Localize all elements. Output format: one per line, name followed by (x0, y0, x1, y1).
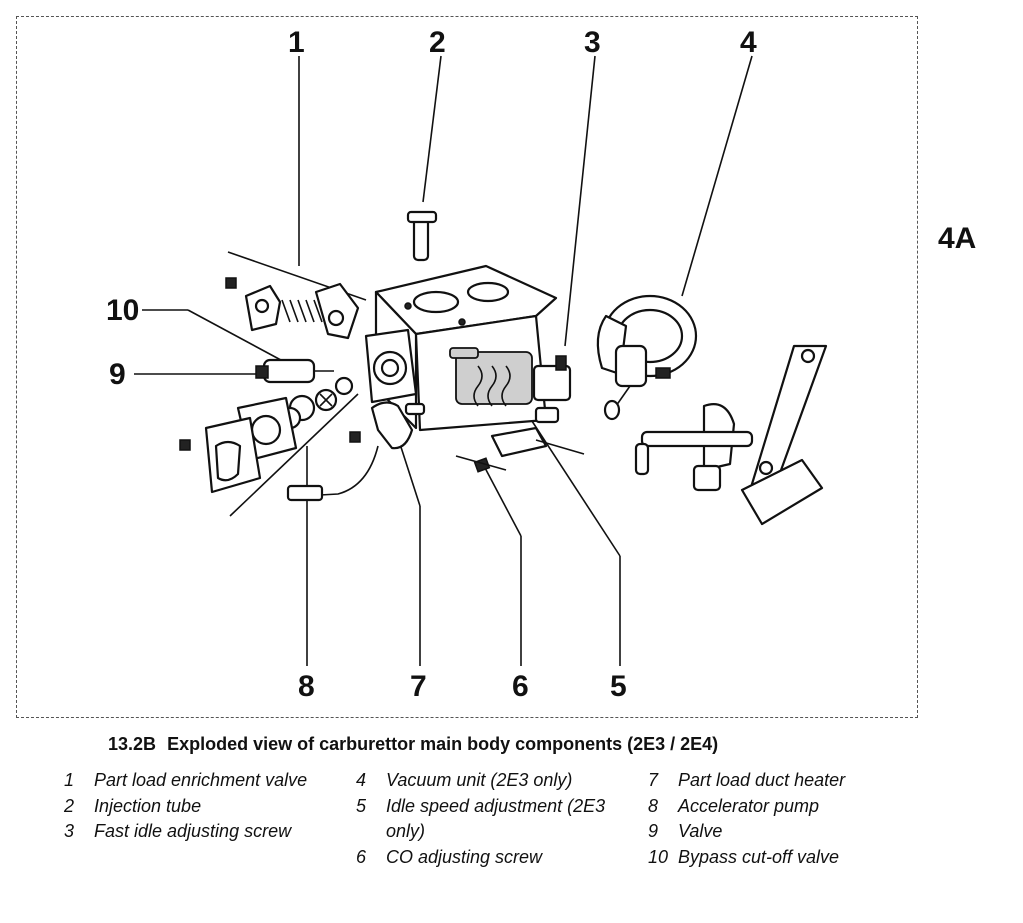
exploded-carburettor-diagram: 1 2 3 4 5 6 7 8 9 10 (106, 26, 828, 703)
legend-item: 10 Bypass cut-off valve (648, 845, 908, 871)
caption-text: Exploded view of carburettor main body c… (167, 734, 719, 754)
callout-7: 7 (410, 670, 427, 703)
legend-label: Fast idle adjusting screw (94, 821, 292, 841)
legend-column-2: 4 Vacuum unit (2E3 only) 5 Idle speed ad… (356, 768, 626, 870)
accelerator-pump-part (179, 394, 316, 494)
callouts: 1 2 3 4 5 6 7 8 9 10 (106, 26, 757, 703)
callout-5: 5 (610, 670, 627, 703)
co-screw-part (455, 455, 507, 473)
legend-number: 10 (648, 846, 669, 867)
section-tag: 4A (938, 222, 977, 255)
legend-item: 5 Idle speed adjustment (2E3 only) (356, 794, 626, 845)
callout-8: 8 (298, 670, 315, 703)
legend-number: 1 (64, 770, 75, 790)
legend-label: Injection tube (94, 795, 202, 816)
legend-item: 8 Accelerator pump (648, 794, 908, 820)
leader-7-diag (399, 443, 421, 507)
legend-column-3: 7 Part load duct heater 8 Accelerator pu… (648, 768, 908, 870)
legend-label: Vacuum unit (2E3 only) (386, 770, 573, 790)
legend-item: 6 CO adjusting screw (356, 845, 626, 871)
vacuum-unit-part (596, 294, 698, 421)
legend-number: 6 (356, 846, 367, 867)
callout-6: 6 (512, 670, 529, 703)
callout-1: 1 (288, 26, 305, 59)
legend-item: 2 Injection tube (64, 794, 334, 820)
callout-3: 3 (584, 26, 601, 59)
enrichment-valve-part (225, 277, 360, 340)
legend-number: 9 (648, 821, 659, 841)
callout-2: 2 (429, 26, 446, 59)
figure-caption: 13.2B Exploded view of carburettor main … (108, 734, 718, 755)
callout-9: 9 (109, 358, 126, 391)
legend-number: 3 (64, 821, 75, 841)
leader-3 (564, 55, 596, 347)
legend-number: 2 (64, 795, 75, 816)
valve-part (314, 376, 354, 412)
figure-frame (16, 16, 918, 718)
callout-4: 4 (740, 26, 757, 59)
legend-column-1: 1 Part load enrichment valve 2 Injection… (64, 768, 334, 845)
leader-4 (681, 55, 753, 297)
leader-10-diag (187, 309, 293, 367)
legend-item: 4 Vacuum unit (2E3 only) (356, 768, 626, 794)
leader-2 (422, 55, 442, 203)
legend-number: 5 (356, 795, 367, 816)
callout-10: 10 (106, 294, 139, 327)
legend-label: Accelerator pump (678, 795, 820, 816)
legend-label: Idle speed adjustment (2E3 only) (386, 795, 606, 842)
legend-number: 8 (648, 795, 659, 816)
throttle-linkage-part (634, 344, 828, 526)
duct-heater-part (286, 401, 426, 502)
injection-tube-part (406, 210, 438, 262)
legend-number: 4 (356, 770, 367, 790)
carburettor-body-part (364, 264, 585, 458)
legend-label: Part load enrichment valve (94, 770, 308, 790)
legend-item: 7 Part load duct heater (648, 768, 908, 794)
caption-number: 13.2B (108, 734, 157, 754)
leader-6-diag (483, 465, 522, 537)
legend-label: Valve (678, 821, 723, 841)
legend-item: 9 Valve (648, 819, 908, 845)
bypass-valve-part (255, 358, 334, 384)
legend-item: 1 Part load enrichment valve (64, 768, 334, 794)
legend-label: CO adjusting screw (386, 846, 543, 867)
leader-lines (134, 55, 753, 666)
leader-8-diag (229, 393, 359, 517)
legend-label: Part load duct heater (678, 770, 846, 790)
legend-item: 3 Fast idle adjusting screw (64, 819, 334, 845)
legend-label: Bypass cut-off valve (678, 846, 840, 867)
legend-number: 7 (648, 770, 659, 790)
